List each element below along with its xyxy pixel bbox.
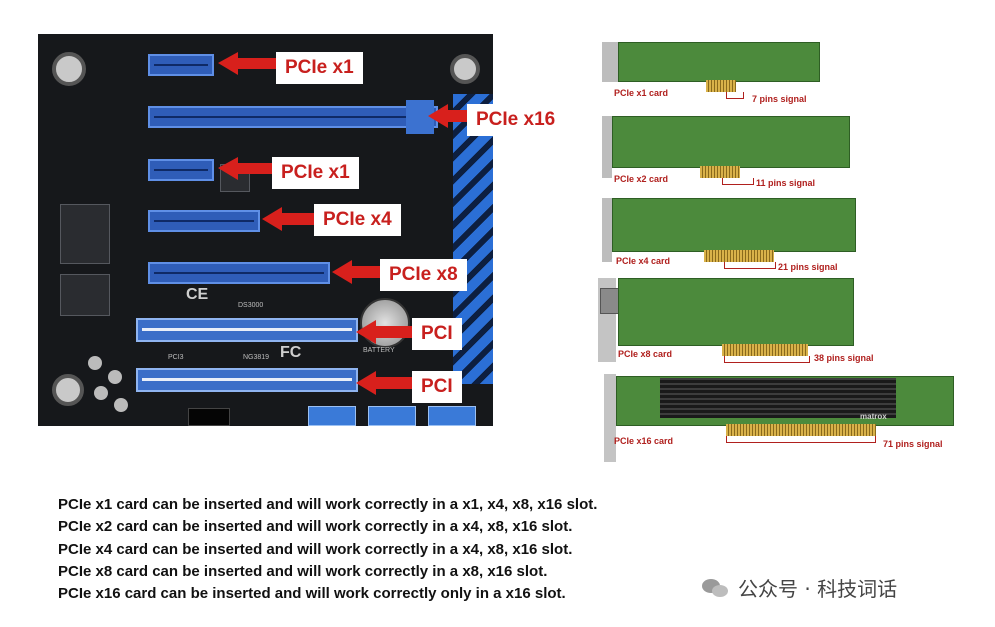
card-heatsink [660, 378, 896, 418]
card-x4 [600, 196, 860, 272]
capacitor [94, 386, 108, 400]
compat-line-x16: PCIe x16 card can be inserted and will w… [58, 585, 566, 602]
arrow-x1-mid [218, 157, 274, 180]
battery-label: BATTERY [363, 347, 395, 354]
card-x4-label: PCIe x4 card [616, 256, 671, 266]
pcie-x8-slot [148, 262, 330, 284]
slot-latch [406, 100, 434, 134]
wechat-logo-icon [702, 577, 730, 599]
card-bracket [602, 198, 612, 262]
arrow-x4 [262, 207, 316, 231]
pci3-label: PCI3 [168, 354, 184, 361]
card-x8 [596, 276, 856, 368]
pin-bracket [724, 262, 776, 269]
card-x16: matrox [598, 372, 956, 464]
usb-header [368, 406, 416, 426]
card-fingers [704, 250, 774, 262]
ce-mark: CE [186, 286, 209, 303]
card-x16-label: PCIe x16 card [614, 436, 674, 446]
card-bracket [602, 42, 618, 82]
io-chip [60, 204, 110, 264]
capacitor [114, 398, 128, 412]
card-x2-pins: 11 pins signal [756, 178, 816, 188]
arrow-x1-top [218, 52, 280, 75]
card-pcb [612, 198, 856, 252]
compat-line-x8: PCIe x8 card can be inserted and will wo… [58, 563, 548, 580]
card-x4-pins: 21 pins signal [778, 262, 838, 272]
capacitor [88, 356, 102, 370]
pcie-x4-slot [148, 210, 260, 232]
callout-pci-1: PCI [412, 318, 462, 350]
capacitor [108, 370, 122, 384]
mount-hole [450, 54, 480, 84]
callout-pcie-x1-mid: PCIe x1 [272, 157, 359, 189]
card-pcb [618, 278, 854, 346]
pcie-x1-slot-mid [148, 159, 214, 181]
fc-mark: FC [280, 344, 302, 361]
card-bracket [602, 116, 612, 178]
arrow-x16 [428, 104, 468, 128]
mount-hole [52, 374, 84, 406]
card-bracket [604, 374, 616, 462]
mount-hole [52, 52, 86, 86]
pci-slot-2 [136, 368, 358, 392]
pin-bracket [726, 436, 876, 443]
card-fingers [726, 424, 876, 436]
card-x2 [600, 114, 852, 188]
io-chip-2 [60, 274, 110, 316]
card-x16-pins: 71 pins signal [883, 439, 943, 449]
card-fingers [722, 344, 808, 356]
card-x8-pins: 38 pins signal [814, 353, 874, 363]
black-header [188, 408, 230, 426]
callout-pcie-x8: PCIe x8 [380, 259, 467, 291]
card-pcb [612, 116, 850, 168]
card-x8-label: PCIe x8 card [618, 349, 673, 359]
usb-header [428, 406, 476, 426]
card-fingers [706, 80, 736, 92]
pin-bracket [726, 92, 744, 99]
card-pcb [618, 42, 820, 82]
usb-header [308, 406, 356, 426]
compat-line-x1: PCIe x1 card can be inserted and will wo… [58, 496, 598, 513]
ng-label: NG3819 [243, 354, 270, 361]
card-brand: matrox [860, 412, 887, 421]
pcie-x1-slot-top [148, 54, 214, 76]
card-x1-label: PCIe x1 card [614, 88, 669, 98]
motherboard-photo: CE FC BATTERY PCI3 NG3819 DS3000 [38, 34, 493, 426]
compat-line-x2: PCIe x2 card can be inserted and will wo… [58, 518, 573, 535]
callout-pcie-x4: PCIe x4 [314, 204, 401, 236]
card-fingers [700, 166, 740, 178]
compat-line-x4: PCIe x4 card can be inserted and will wo… [58, 541, 573, 558]
card-x2-label: PCIe x2 card [614, 174, 669, 184]
pci-slot-1 [136, 318, 358, 342]
arrow-x8 [332, 260, 382, 284]
card-x1 [600, 40, 830, 108]
callout-pcie-x1-top: PCIe x1 [276, 52, 363, 84]
card-x1-pins: 7 pins signal [752, 94, 807, 104]
watermark-text: 公众号 · 科技词话 [738, 577, 898, 601]
callout-pci-2: PCI [412, 371, 462, 403]
arrow-pci-2 [356, 371, 414, 395]
battery [360, 298, 410, 348]
arrow-pci-1 [356, 320, 414, 344]
callout-pcie-x16: PCIe x16 [467, 104, 565, 136]
pin-bracket [722, 178, 754, 185]
ds-label: DS3000 [238, 302, 264, 309]
pin-bracket [724, 356, 810, 363]
